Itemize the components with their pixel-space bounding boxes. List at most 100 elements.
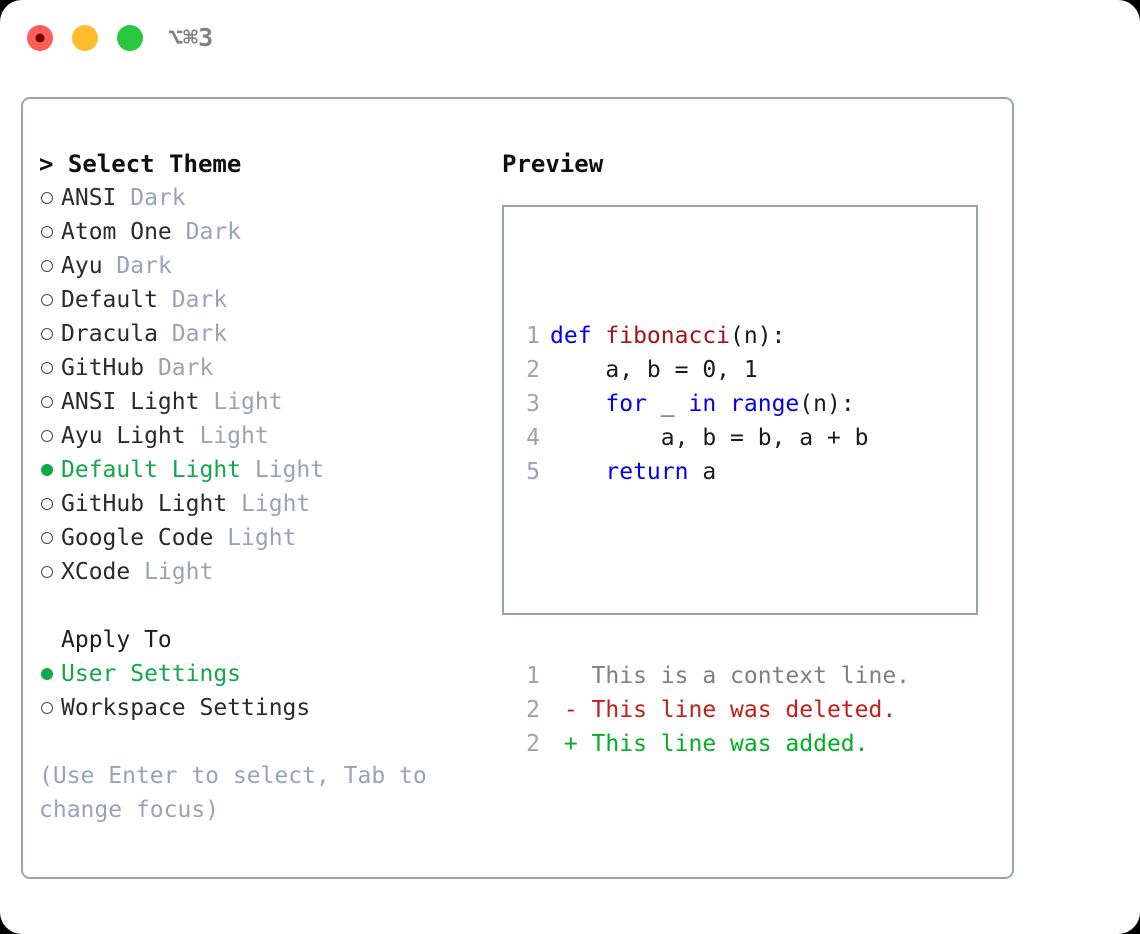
theme-item-ansi[interactable]: ANSI Dark <box>39 181 489 215</box>
code-token <box>550 391 605 417</box>
line-number: 1 <box>526 663 540 689</box>
radio-unselected-icon <box>39 691 61 725</box>
theme-item-default[interactable]: Default Dark <box>39 283 489 317</box>
apply-to-option-label: Workspace Settings <box>61 695 311 721</box>
theme-item-ansi-light[interactable]: ANSI Light Light <box>39 385 489 419</box>
theme-item-name: Dracula <box>61 321 158 347</box>
preview-title: Preview <box>502 150 604 178</box>
line-number: 1 <box>526 323 540 349</box>
theme-item-name: ANSI Light <box>61 389 200 415</box>
line-number: 4 <box>526 425 540 451</box>
window-controls <box>27 25 143 51</box>
theme-item-ayu[interactable]: Ayu Dark <box>39 249 489 283</box>
theme-item-name: Google Code <box>61 525 214 551</box>
radio-unselected-icon <box>39 419 61 453</box>
radio-selected-icon <box>39 453 61 487</box>
radio-unselected-icon <box>39 181 61 215</box>
code-token: for <box>605 391 647 417</box>
diff-block: 1 This is a context line. 2 - This line w… <box>518 659 910 761</box>
radio-unselected-icon <box>39 385 61 419</box>
no-marker <box>39 623 61 657</box>
theme-item-kind: Light <box>213 389 283 415</box>
theme-item-kind: Dark <box>171 287 228 313</box>
theme-item-name: ANSI <box>61 185 117 211</box>
theme-item-kind: Light <box>241 491 311 517</box>
keyboard-hint-text: (Use Enter to select, Tab to change focu… <box>39 763 427 823</box>
theme-item-name: Ayu <box>61 253 103 279</box>
radio-unselected-icon <box>39 317 61 351</box>
theme-item-name: Default Light <box>61 457 242 483</box>
theme-item-xcode[interactable]: XCode Light <box>39 555 489 589</box>
radio-unselected-icon <box>39 487 61 521</box>
maximize-button-icon[interactable] <box>117 25 143 51</box>
theme-item-github[interactable]: GitHub Dark <box>39 351 489 385</box>
diff-line: 1 This is a context line. <box>518 659 910 693</box>
code-line: 1 def fibonacci(n): <box>518 319 910 353</box>
radio-unselected-icon <box>39 555 61 589</box>
diff-text: + This line was added. <box>550 731 869 757</box>
code-text: a, b = 0, 1 <box>550 353 758 387</box>
radio-unselected-icon <box>39 283 61 317</box>
theme-item-kind: Light <box>199 423 269 449</box>
theme-item-kind: Dark <box>130 185 186 211</box>
line-number: 3 <box>526 391 540 417</box>
line-number: 2 <box>526 357 540 383</box>
code-token <box>550 459 605 485</box>
radio-unselected-icon <box>39 521 61 555</box>
theme-item-kind: Light <box>144 559 214 585</box>
apply-to-option-user-settings[interactable]: User Settings <box>39 657 489 691</box>
apply-to-label: Apply To <box>61 627 172 653</box>
apply-to-label-row: Apply To <box>39 623 489 657</box>
code-token: _ <box>646 391 689 417</box>
preview-column: Preview <box>502 147 992 181</box>
code-line: 5 return a <box>518 455 910 489</box>
theme-item-ayu-light[interactable]: Ayu Light Light <box>39 419 489 453</box>
diff-text: - This line was deleted. <box>550 697 897 723</box>
code-text: def fibonacci(n): <box>550 319 785 353</box>
theme-picker-title: > Select Theme <box>39 150 242 178</box>
theme-item-google-code[interactable]: Google Code Light <box>39 521 489 555</box>
theme-item-name: Default <box>61 287 158 313</box>
code-token: (n): <box>730 323 786 349</box>
diff-text: This is a context line. <box>550 663 911 689</box>
close-button-icon[interactable] <box>27 25 53 51</box>
line-number: 5 <box>526 459 540 485</box>
code-token: (n): <box>799 391 855 417</box>
keyboard-shortcut-label: ⌥⌘3 <box>168 23 214 52</box>
code-line: 2 a, b = 0, 1 <box>518 353 910 387</box>
radio-selected-icon <box>39 657 61 691</box>
theme-item-kind: Dark <box>157 355 214 381</box>
theme-item-default-light[interactable]: Default Light Light <box>39 453 489 487</box>
list-spacer <box>39 589 489 623</box>
code-token: a, b = 0, 1 <box>550 357 758 383</box>
code-text: return a <box>550 455 716 489</box>
theme-item-dracula[interactable]: Dracula Dark <box>39 317 489 351</box>
theme-item-atom-one[interactable]: Atom One Dark <box>39 215 489 249</box>
theme-item-name: GitHub <box>61 355 145 381</box>
code-token: a, b = b, a + b <box>550 425 869 451</box>
apply-to-option-workspace-settings[interactable]: Workspace Settings <box>39 691 489 725</box>
line-number: 2 <box>526 731 540 757</box>
code-token: a <box>688 459 717 485</box>
code-token: fibonacci <box>605 323 731 349</box>
minimize-button-icon[interactable] <box>72 25 98 51</box>
radio-unselected-icon <box>39 249 61 283</box>
apply-to-option-label: User Settings <box>61 661 242 687</box>
title-bar: ⌥⌘3 <box>0 0 1140 78</box>
code-line: 3 for _ in range(n): <box>518 387 910 421</box>
line-number: 2 <box>526 697 540 723</box>
theme-item-name: XCode <box>61 559 131 585</box>
code-token: return <box>605 459 689 485</box>
theme-item-github-light[interactable]: GitHub Light Light <box>39 487 489 521</box>
code-line: 4 a, b = b, a + b <box>518 421 910 455</box>
theme-item-name: Ayu Light <box>61 423 186 449</box>
theme-item-kind: Dark <box>185 219 242 245</box>
code-token: def <box>550 323 606 349</box>
